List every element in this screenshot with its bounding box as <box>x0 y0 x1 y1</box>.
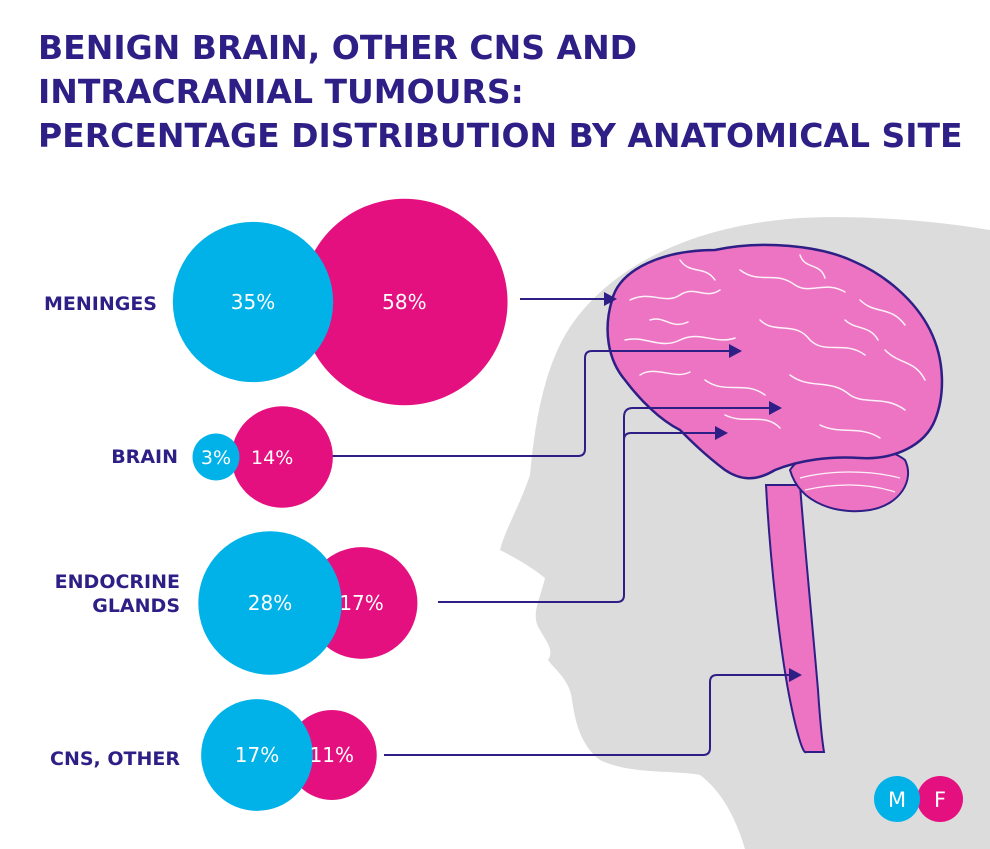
connector-endocrine-2 <box>623 432 716 441</box>
arrow-brain <box>729 344 742 358</box>
title-line-1: BENIGN BRAIN, OTHER CNS AND <box>38 28 638 67</box>
connector-lines <box>329 298 790 756</box>
legend-male-swatch <box>874 776 920 822</box>
value-label-male-brain: 3% <box>201 447 231 469</box>
bubble-female-meninges <box>301 198 508 406</box>
value-label-female-endocrine: 17% <box>339 591 383 615</box>
spinal-cord <box>764 484 826 754</box>
value-label-female-brain: 14% <box>251 447 293 469</box>
category-label-meninges: MENINGES <box>44 293 157 315</box>
bubble-male-brain <box>192 433 240 481</box>
value-label-male-cns-other: 17% <box>235 743 279 767</box>
connector-cns-other <box>384 674 790 756</box>
value-label-male-meninges: 35% <box>231 290 275 314</box>
bubble-female-cns-other <box>286 710 377 800</box>
bubble-rows: 35% 58% 3% 14% 28% 17% 17% 11% <box>172 198 508 811</box>
bubble-female-brain <box>231 406 333 508</box>
category-label-cns-other: CNS, OTHER <box>50 748 180 770</box>
legend-female-swatch <box>917 776 963 822</box>
category-label-endocrine-line-2: GLANDS <box>92 595 180 617</box>
category-label-brain: BRAIN <box>111 446 178 468</box>
value-label-female-cns-other: 11% <box>310 743 354 767</box>
bubble-male-endocrine <box>198 531 342 675</box>
arrow-cns-other <box>789 668 802 682</box>
bubble-male-cns-other <box>201 699 313 811</box>
legend-female-label: F <box>934 788 946 812</box>
category-label-endocrine-line-1: ENDOCRINE <box>55 571 180 593</box>
value-label-female-meninges: 58% <box>382 290 426 314</box>
title-line-2: INTRACRANIAL TUMOURS: <box>38 72 524 111</box>
connector-brain <box>329 350 730 457</box>
title-line-3: PERCENTAGE DISTRIBUTION BY ANATOMICAL SI… <box>38 116 963 155</box>
arrow-endocrine-1 <box>769 401 782 415</box>
value-label-male-endocrine: 28% <box>248 591 292 615</box>
chart-title: BENIGN BRAIN, OTHER CNS AND INTRACRANIAL… <box>38 26 963 158</box>
arrow-endocrine-2 <box>715 426 728 440</box>
bubble-male-meninges <box>172 221 334 383</box>
brain-folds <box>624 254 926 439</box>
connector-arrowheads <box>604 292 802 682</box>
arrow-meninges <box>604 292 617 306</box>
brain-cerebrum <box>606 243 944 480</box>
cerebellum-folds <box>799 471 901 493</box>
connector-endocrine-1 <box>438 407 770 603</box>
legend: M F <box>874 776 963 822</box>
legend-male-label: M <box>888 788 906 812</box>
